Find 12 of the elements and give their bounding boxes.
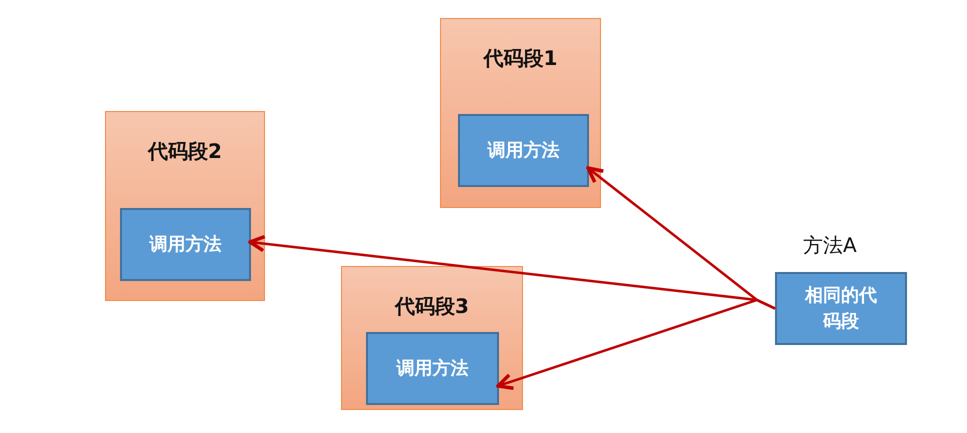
code-segment-panel <box>440 18 601 208</box>
call-box: 调用方法 <box>120 208 251 281</box>
panel-heading: 代码段3 <box>393 293 470 320</box>
call-box: 调用方法 <box>366 332 499 405</box>
arrow <box>496 298 776 390</box>
method-heading: 方法A <box>803 232 857 259</box>
box-text: 相同的代码段 <box>804 284 878 334</box>
code-segment-panel <box>341 266 523 410</box>
code-segment-panel <box>105 111 265 301</box>
panel-heading: 代码段1 <box>482 45 558 72</box>
panel-heading: 代码段2 <box>146 138 223 165</box>
call-box: 调用方法 <box>458 114 589 187</box>
